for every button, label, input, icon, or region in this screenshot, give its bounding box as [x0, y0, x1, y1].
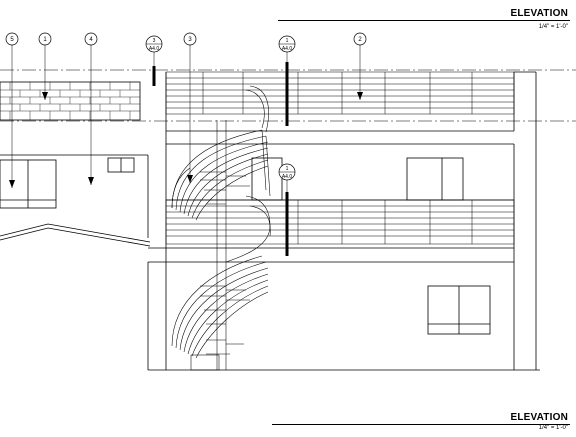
elevation-title: ELEVATION	[510, 8, 568, 19]
scale-note-top: 1/4" = 1'-0"	[538, 24, 568, 30]
title-rule-top	[278, 20, 570, 21]
scale-note-top-wrap: 1/4" = 1'-0"	[539, 24, 568, 30]
title-block-bottom: ELEVATION	[510, 412, 568, 423]
section-a-sheet: A4.0	[149, 46, 160, 52]
scale-note-bottom-wrap: 1/4" = 1'-0"	[539, 425, 568, 431]
callout-5-label: 5	[10, 37, 14, 43]
building-windows	[251, 157, 491, 335]
callout-2-label: 2	[358, 37, 362, 43]
main-building	[147, 71, 540, 371]
section-a-number: 3	[153, 38, 156, 44]
gable-roof	[0, 227, 151, 247]
callout-3	[183, 32, 197, 46]
section-b-sheet: A4.0	[282, 46, 293, 52]
elevation-title-bottom: ELEVATION	[510, 412, 568, 423]
roof-railing	[165, 71, 515, 115]
balcony-railing	[165, 199, 515, 245]
leader-arrows	[9, 92, 363, 188]
callout-5	[5, 32, 19, 46]
callout-4	[84, 32, 98, 46]
leaders	[11, 45, 361, 192]
scale-note-bottom: 1/4" = 1'-0"	[538, 425, 568, 431]
spiral-staircase	[171, 85, 271, 371]
section-c-sheet: A4.0	[282, 174, 293, 180]
section-b-number: 1	[286, 38, 289, 44]
roof-hatch	[0, 82, 140, 120]
callout-4-label: 4	[89, 37, 93, 43]
callout-1	[38, 32, 52, 46]
section-c-number: 1	[286, 166, 289, 172]
callout-2	[353, 32, 367, 46]
section-markers	[152, 62, 289, 256]
title-rule-bottom	[272, 424, 570, 425]
callout-3-label: 3	[188, 37, 192, 43]
title-block-top: ELEVATION	[510, 8, 568, 19]
left-building	[0, 81, 151, 247]
callout-1-label: 1	[43, 37, 47, 43]
